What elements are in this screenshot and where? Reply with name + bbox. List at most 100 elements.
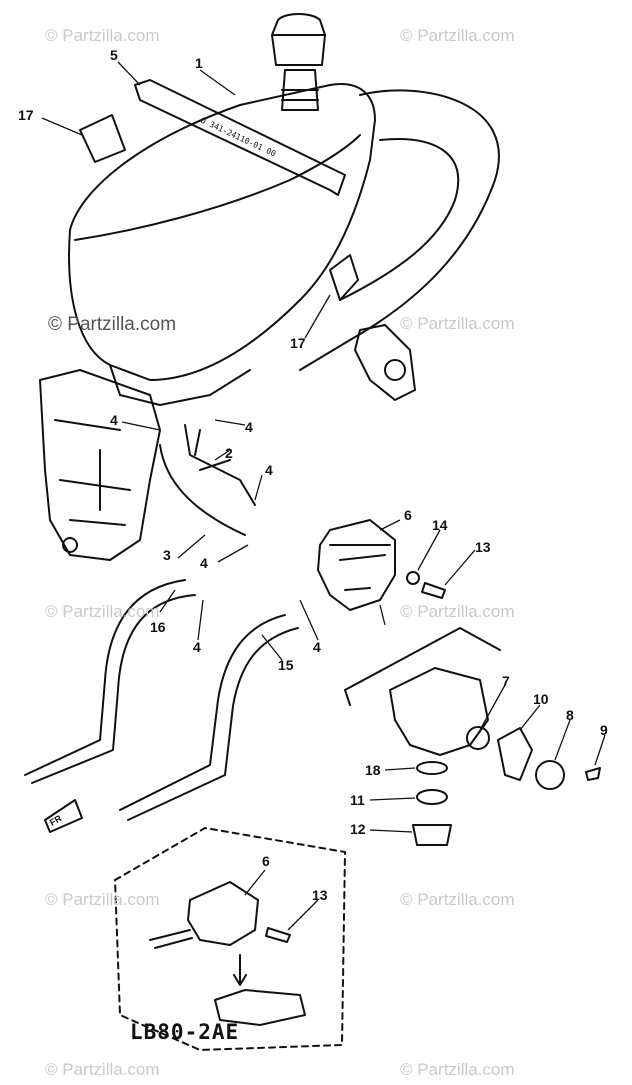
- watermark: © Partzilla.com: [45, 890, 160, 909]
- callout-4f: 4: [313, 639, 321, 655]
- leader-17b: [304, 294, 331, 339]
- callout-17a: 17: [18, 107, 34, 123]
- frame-tube: [299, 89, 500, 371]
- watermark: © Partzilla.com: [45, 26, 160, 45]
- leader-17a: [41, 117, 83, 136]
- rubber-pad-left: [79, 114, 126, 163]
- leader-18: [384, 767, 416, 771]
- leader-4f: [299, 599, 319, 641]
- callout-18: 18: [365, 762, 381, 778]
- leader-14: [417, 529, 441, 571]
- watermark: © Partzilla.com: [45, 1060, 160, 1079]
- fuel-tank-underside: [109, 364, 251, 406]
- inset-box: [114, 827, 346, 1051]
- screw-9: [585, 767, 601, 781]
- callout-1: 1: [195, 55, 203, 71]
- frame-bolt-hole: [384, 359, 406, 381]
- filter-cup-12: [412, 824, 452, 846]
- inset-bolt-13: [265, 927, 291, 943]
- fuel-cap: [271, 13, 326, 66]
- callout-inset-13: 13: [312, 887, 328, 903]
- leader-5: [117, 61, 141, 86]
- inset-hose: [149, 929, 193, 949]
- leader-15: [261, 634, 283, 661]
- inset-model-tag: LB80-2AE: [130, 1020, 240, 1044]
- callout-4e: 4: [193, 639, 201, 655]
- leader-2: [214, 449, 231, 461]
- tank-strap: [134, 79, 346, 196]
- fuel-tank-seam: [74, 134, 361, 241]
- leader-inset-6: [244, 869, 266, 896]
- leader-4c: [254, 474, 263, 501]
- callout-6: 6: [404, 507, 412, 523]
- gasket-7: [466, 726, 490, 750]
- callout-7: 7: [502, 673, 510, 689]
- leader-6: [379, 519, 401, 531]
- pump-exploded: [389, 667, 489, 756]
- callout-4c: 4: [265, 462, 273, 478]
- inset-arrow: [233, 954, 247, 986]
- seal-18: [416, 761, 448, 775]
- fuel-cap-neck: [281, 69, 319, 111]
- callout-14: 14: [432, 517, 448, 533]
- fuel-tank: [68, 83, 376, 381]
- front-arrow-icon: [44, 799, 83, 833]
- cover-8: [535, 760, 565, 790]
- oring-11: [416, 789, 448, 805]
- front-arrow-label: FR: [48, 813, 64, 828]
- callout-11: 11: [350, 792, 365, 808]
- leader-13: [444, 549, 476, 586]
- inset-lower-pump: [214, 989, 306, 1026]
- leader-9: [594, 734, 606, 766]
- callout-8: 8: [566, 707, 574, 723]
- fuel-hose-16: [24, 579, 196, 784]
- leader-4b: [214, 419, 246, 426]
- leader-pump-arrow: [379, 604, 386, 626]
- callout-4b: 4: [245, 419, 253, 435]
- leader-4d: [217, 544, 249, 563]
- callout-inset-6: 6: [262, 853, 270, 869]
- bolt-13: [421, 582, 446, 599]
- leader-8: [554, 719, 571, 761]
- diaphragm-10: [497, 727, 533, 781]
- callout-3: 3: [163, 547, 171, 563]
- rubber-pad-right: [329, 254, 359, 301]
- washer-14: [406, 571, 420, 585]
- fuel-pump-detail: [329, 544, 391, 591]
- callout-12: 12: [350, 821, 366, 837]
- leader-7: [479, 684, 506, 731]
- engine-body: [39, 369, 161, 561]
- inset-pump: [187, 881, 259, 946]
- callout-16: 16: [150, 619, 166, 635]
- engine-bolt: [62, 537, 78, 553]
- fuel-pump: [317, 519, 396, 611]
- callout-13: 13: [475, 539, 491, 555]
- frame-bracket: [354, 324, 416, 401]
- leader-16: [159, 589, 176, 613]
- fuel-hose-15: [119, 614, 299, 821]
- exploded-view-box: [344, 627, 501, 706]
- leader-11: [369, 797, 416, 801]
- callout-10: 10: [533, 691, 549, 707]
- watermark: © Partzilla.com: [400, 602, 515, 621]
- callout-5: 5: [110, 47, 118, 63]
- watermark: © Partzilla.com: [400, 26, 515, 45]
- callout-9: 9: [600, 722, 608, 738]
- leader-inset-13: [287, 899, 319, 931]
- callout-2: 2: [225, 445, 233, 461]
- watermark: © Partzilla.com: [45, 602, 160, 621]
- fuel-hose-2: [184, 424, 256, 506]
- leader-3: [177, 534, 206, 559]
- callout-17b: 17: [290, 335, 306, 351]
- fuel-hose-short: [194, 429, 231, 471]
- leader-4e: [197, 599, 204, 641]
- fuel-hose-3: [159, 444, 246, 536]
- engine-detail: [54, 419, 131, 526]
- watermark: © Partzilla.com: [400, 890, 515, 909]
- leader-4a: [121, 421, 161, 431]
- watermark: © Partzilla.com: [400, 1060, 515, 1079]
- watermark: © Partzilla.com: [400, 314, 515, 333]
- leader-10: [519, 704, 541, 731]
